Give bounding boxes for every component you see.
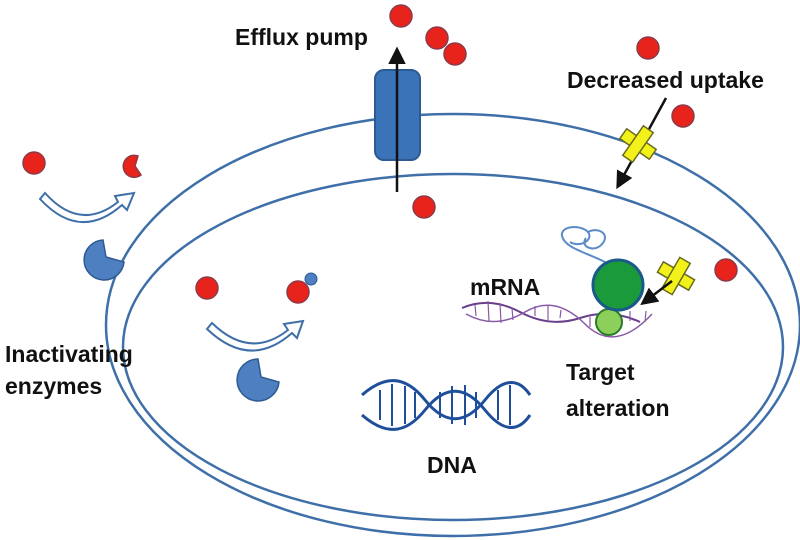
antibiotic-molecule xyxy=(636,36,660,60)
inactivating-enzymes-label-line2: enzymes xyxy=(5,373,103,399)
cleaved-antibiotic xyxy=(122,154,143,179)
mrna-bases xyxy=(474,300,647,327)
inner-membrane xyxy=(121,172,785,522)
decreased-uptake-label: Decreased uptake xyxy=(567,67,764,93)
antibiotic-molecule xyxy=(412,195,436,219)
antibiotic-molecule xyxy=(389,4,413,28)
antibiotic-molecule xyxy=(714,258,738,282)
target-alteration-label-line2: alteration xyxy=(566,395,670,421)
antibiotic-molecule xyxy=(671,104,695,128)
inactivating-enzyme-inner xyxy=(236,358,280,402)
enzyme-cycle-arrow-inner xyxy=(205,319,305,352)
mrna-strand-second xyxy=(465,304,653,338)
peptide-chain xyxy=(560,226,606,263)
antibiotic-molecule xyxy=(286,280,310,304)
target-alteration-label-line1: Target xyxy=(566,359,635,385)
dna-helix xyxy=(361,379,532,431)
dna-label: DNA xyxy=(427,452,477,478)
antibiotic-molecule xyxy=(195,276,219,300)
antibiotic-molecule xyxy=(425,26,449,50)
mrna-label: mRNA xyxy=(470,274,541,300)
dna-base-pairs xyxy=(379,384,511,426)
inactivating-enzymes-label-line1: Inactivating xyxy=(5,341,133,367)
antibiotic-molecule xyxy=(22,151,46,175)
ribosome-small-subunit xyxy=(595,308,623,336)
enzyme-cycle-arrow-outer xyxy=(38,191,136,224)
target-arrow xyxy=(640,280,673,306)
efflux-pump-label: Efflux pump xyxy=(235,24,368,50)
outer-membrane xyxy=(104,112,800,538)
antibiotic-molecule xyxy=(443,42,467,66)
blocked-target-cross xyxy=(656,256,696,296)
modification-group xyxy=(304,272,318,286)
inactivating-enzyme-outer xyxy=(83,239,125,281)
blocked-uptake-cross xyxy=(618,124,658,164)
ribosome-large-subunit xyxy=(591,258,645,312)
antibiotic-molecules xyxy=(22,4,738,304)
